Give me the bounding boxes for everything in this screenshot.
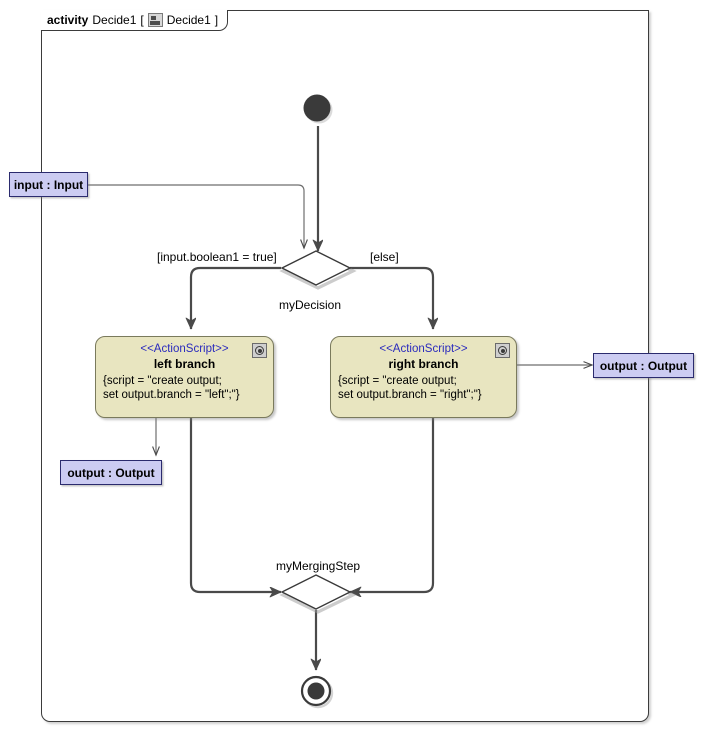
output-pin-left-label: output : Output [67,465,155,480]
decision-name-label: myDecision [279,298,342,312]
initial-node[interactable] [303,94,333,124]
input-pin-label: input : Input [13,177,84,192]
action-right-branch[interactable]: <<ActionScript>> right branch {script = … [330,336,517,418]
frame-name: Decide1 [92,13,137,27]
left-action-name: left branch [153,357,216,371]
guard-label-else: [else] [370,250,399,264]
activity-diagram-icon [147,13,163,27]
script-gear-icon [252,343,267,358]
decision-node[interactable] [279,250,357,290]
left-action-stereotype: <<ActionScript>> [140,343,229,355]
merge-node[interactable] [279,574,357,614]
left-action-body: {script = "create output; set output.bra… [103,375,240,401]
output-pin-left[interactable]: output : Output [60,460,162,485]
edge-right-action-to-merge [350,418,435,592]
input-pin[interactable]: input : Input [9,172,88,197]
guard-label-true: [input.boolean1 = true] [157,250,277,264]
right-action-stereotype: <<ActionScript>> [379,343,468,355]
frame-header[interactable]: activity Decide1 [ Decide1 ] [41,10,229,31]
frame-inner-name: Decide1 [166,13,211,27]
edge-decision-to-right-action [350,266,433,329]
output-pin-right[interactable]: output : Output [593,353,694,378]
frame-keyword: activity [47,13,89,27]
edge-input-to-decision [88,184,308,250]
edge-left-action-to-merge [189,418,281,592]
final-node[interactable] [300,675,334,709]
output-pin-right-label: output : Output [599,358,688,373]
merge-name-label: myMergingStep [276,559,361,573]
action-left-branch[interactable]: <<ActionScript>> left branch {script = "… [95,336,274,418]
right-action-name: right branch [388,357,459,371]
frame-bracket-close: ] [214,13,219,27]
frame-bracket-open: [ [140,13,144,27]
script-gear-icon [495,343,510,358]
edge-decision-to-left-action [191,266,281,329]
right-action-body: {script = "create output; set output.bra… [338,375,482,401]
